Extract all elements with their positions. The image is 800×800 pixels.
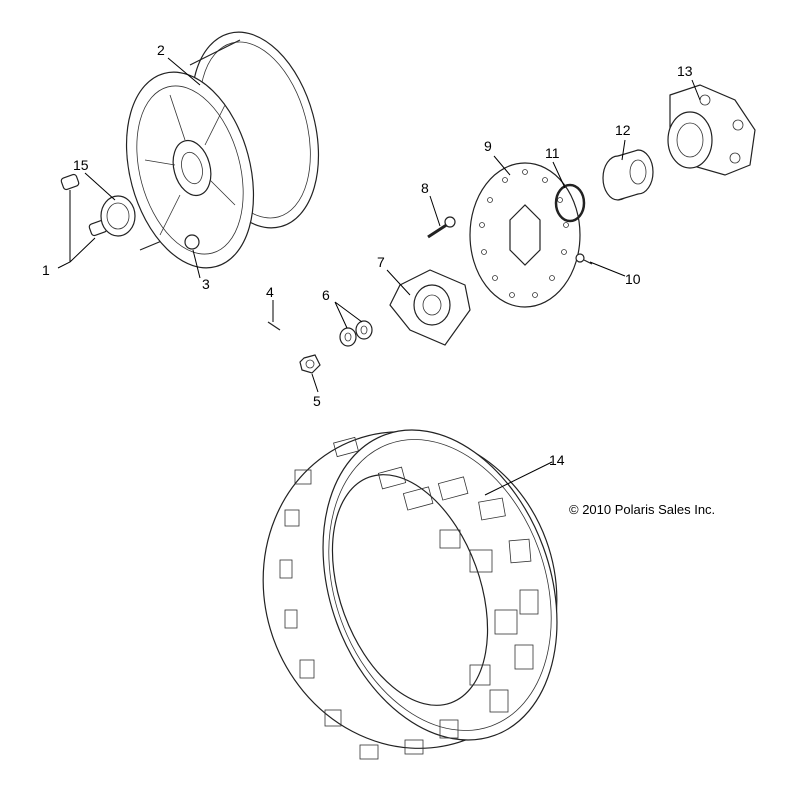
callout-3: 3 [202, 276, 210, 292]
brake-rotor [469, 162, 581, 308]
bearing [602, 149, 654, 201]
washers [339, 320, 373, 347]
callout-10: 10 [625, 271, 641, 287]
leader-lines [57, 57, 701, 496]
valve-stem [184, 234, 200, 250]
callout-4: 4 [266, 284, 274, 300]
snap-ring [554, 183, 586, 223]
callout-7: 7 [377, 254, 385, 270]
callout-11: 11 [545, 145, 560, 161]
callout-6: 6 [322, 287, 330, 303]
callout-9: 9 [484, 138, 492, 154]
callout-5: 5 [313, 393, 321, 409]
nut [299, 354, 321, 374]
callout-8: 8 [421, 180, 429, 196]
callout-1: 1 [42, 262, 50, 278]
cotter-pin [267, 321, 281, 331]
callout-13: 13 [677, 63, 693, 79]
copyright-notice: © 2010 Polaris Sales Inc. [569, 502, 715, 517]
tire [262, 429, 558, 760]
callout-14: 14 [549, 452, 565, 468]
steering-knuckle [667, 84, 756, 176]
bolt [427, 216, 456, 239]
center-cap [100, 195, 136, 237]
screw [575, 253, 593, 265]
hub [389, 269, 471, 346]
callout-15: 15 [73, 157, 89, 173]
wheel-rim [125, 31, 320, 269]
callout-2: 2 [157, 42, 165, 58]
wheel-studs [60, 173, 108, 237]
callout-12: 12 [615, 122, 631, 138]
